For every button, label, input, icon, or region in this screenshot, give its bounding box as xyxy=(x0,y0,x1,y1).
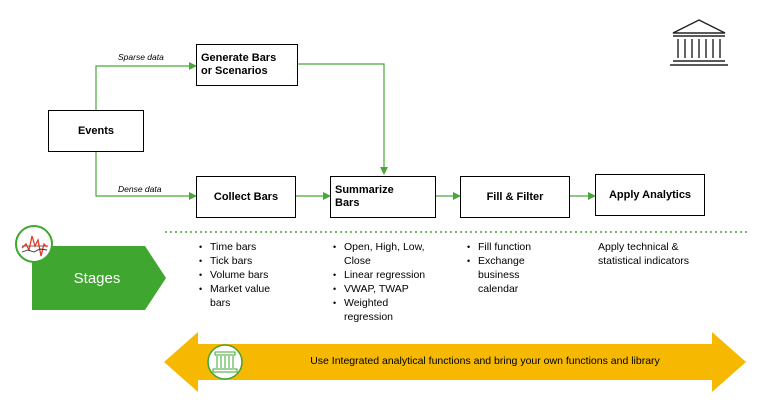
edge-events-collect xyxy=(95,150,197,200)
node-collect-bars: Collect Bars xyxy=(196,176,296,218)
list-item: Market value bars xyxy=(199,282,290,310)
list-item: Open, High, Low, Close xyxy=(333,240,448,268)
node-events: Events xyxy=(48,110,144,152)
list-item: VWAP, TWAP xyxy=(333,282,464,296)
edge-events-generate xyxy=(95,62,197,110)
library-icon xyxy=(207,344,243,380)
list-item: Fill function xyxy=(467,240,598,254)
edge-generate-summarize xyxy=(298,63,388,175)
banner-arrow-shape xyxy=(164,332,746,392)
node-fill-filter-label: Fill & Filter xyxy=(486,190,544,203)
list-item: Weighted regression xyxy=(333,296,414,324)
node-apply-analytics-label: Apply Analytics xyxy=(608,188,692,201)
edge-label-sparse: Sparse data xyxy=(118,52,164,62)
stages-label: Stages xyxy=(73,269,121,287)
connectors xyxy=(95,62,596,200)
apply-details-text: Apply technical & statistical indicators xyxy=(598,241,690,267)
bank-building-icon xyxy=(670,19,728,66)
node-apply-analytics: Apply Analytics xyxy=(595,174,705,216)
node-events-label: Events xyxy=(77,124,115,137)
node-collect-bars-label: Collect Bars xyxy=(213,190,279,203)
node-fill-filter: Fill & Filter xyxy=(460,176,570,218)
stages-arrow-shape xyxy=(32,246,166,310)
list-item: Tick bars xyxy=(199,254,320,268)
edge-label-dense: Dense data xyxy=(118,184,162,194)
list-item: Exchange business calendar xyxy=(467,254,548,296)
list-item: Linear regression xyxy=(333,268,464,282)
fill-details-list: Fill function Exchange business calendar xyxy=(464,240,598,296)
banner-text: Use Integrated analytical functions and … xyxy=(310,355,660,367)
collect-details-list: Time bars Tick bars Volume bars Market v… xyxy=(196,240,320,310)
list-item: Volume bars xyxy=(199,268,320,282)
list-item: Time bars xyxy=(199,240,320,254)
summarize-details-list: Open, High, Low, Close Linear regression… xyxy=(330,240,464,324)
line-chart-icon xyxy=(15,225,53,263)
